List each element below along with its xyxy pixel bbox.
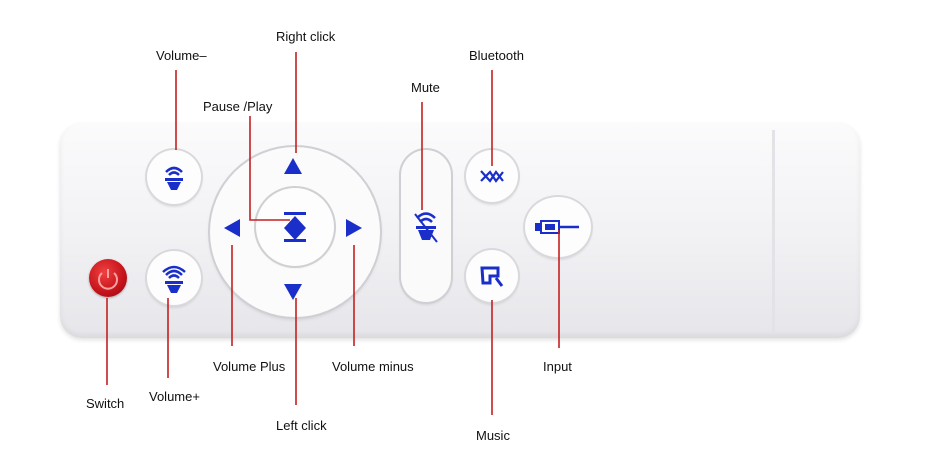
label-volume-minus-top: Volume– xyxy=(156,48,207,63)
mute-button[interactable] xyxy=(401,150,451,302)
label-switch: Switch xyxy=(86,396,125,411)
bluetooth-button[interactable] xyxy=(466,150,518,202)
power-icon xyxy=(98,269,118,290)
play-pause-icon xyxy=(284,212,306,242)
label-right-click: Right click xyxy=(276,29,336,44)
wifi-speaker-icon xyxy=(165,166,183,190)
label-volume-minus: Volume minus xyxy=(332,359,414,374)
power-button[interactable] xyxy=(89,259,127,297)
volume-minus-button[interactable] xyxy=(147,150,201,204)
mute-icon xyxy=(414,212,438,243)
input-button[interactable] xyxy=(525,197,591,257)
usb-plug-icon xyxy=(535,220,579,234)
remote-edge xyxy=(772,130,775,332)
pause-play-button[interactable] xyxy=(256,188,334,266)
label-mute: Mute xyxy=(411,80,440,95)
label-music: Music xyxy=(476,428,510,443)
volume-plus-button[interactable] xyxy=(147,251,201,305)
label-volume-plus-bottom: Volume+ xyxy=(149,389,200,404)
label-bluetooth: Bluetooth xyxy=(469,48,524,63)
label-input: Input xyxy=(543,359,572,374)
music-button[interactable] xyxy=(466,250,518,302)
label-left-click: Left click xyxy=(276,418,327,433)
music-icon xyxy=(480,266,504,287)
label-volume-plus: Volume Plus xyxy=(213,359,286,374)
bluetooth-icon xyxy=(480,170,504,183)
wifi-speaker-icon xyxy=(162,265,186,293)
label-pause-play: Pause /Play xyxy=(203,99,273,114)
